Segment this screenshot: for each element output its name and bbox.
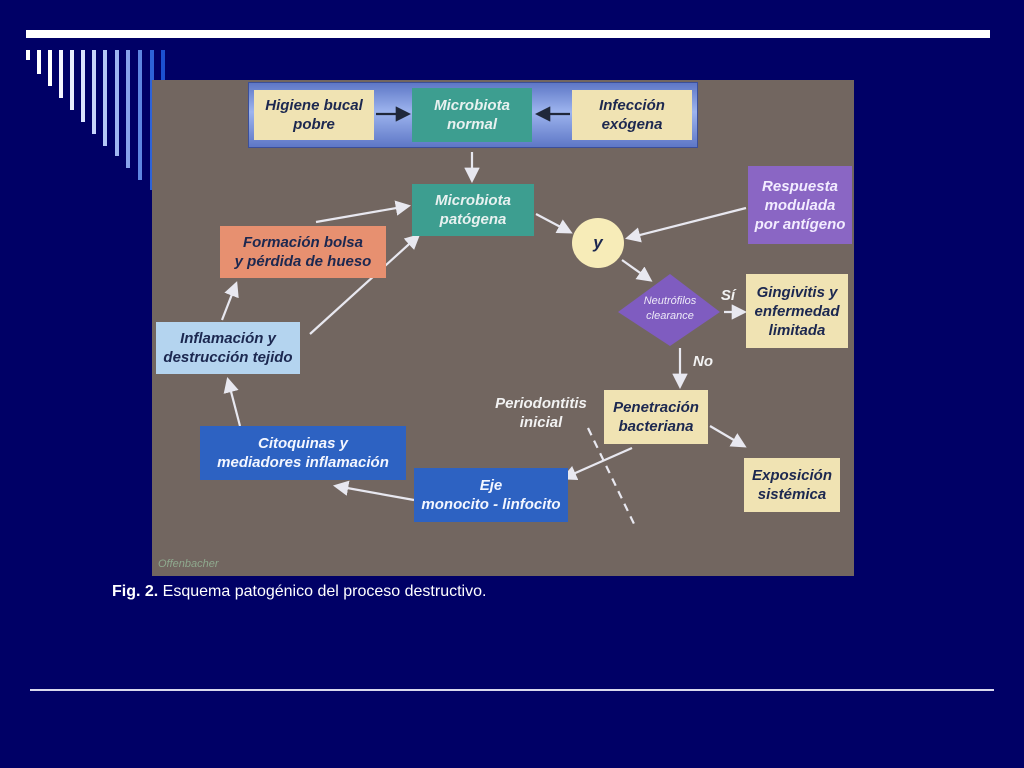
- node-penetracion: Penetración bacteriana: [604, 390, 708, 444]
- decorative-stripe: [103, 50, 107, 146]
- label-si: Sí: [720, 287, 736, 304]
- label-periodontitis-inicial: Periodontitis inicial: [495, 395, 587, 431]
- node-y: y: [572, 218, 624, 268]
- node-citoquinas: Citoquinas y mediadores inflamación: [200, 426, 406, 480]
- decorative-stripe: [138, 50, 142, 180]
- caption-text: Esquema patogénico del proceso destructi…: [158, 583, 487, 600]
- decorative-stripe: [48, 50, 52, 86]
- arrow-patogena-y: [535, 213, 573, 234]
- decorative-stripe: [126, 50, 130, 168]
- arrow-y-diamond: [621, 259, 653, 282]
- node-inflamacion: Inflamación y destrucción tejido: [156, 322, 300, 374]
- watermark-offenbacher: Offenbacher: [158, 558, 219, 570]
- bottom-rule: [30, 689, 994, 691]
- node-eje-monocito: Eje monocito - linfocito: [414, 468, 568, 522]
- neutrofilos-diamond: [618, 274, 720, 346]
- periodontitis-dashed-line: [587, 427, 637, 529]
- decorative-stripe: [59, 50, 63, 98]
- node-respuesta-modulada: Respuesta modulada por antígeno: [748, 166, 852, 244]
- arrow-formacion-patogena: [315, 200, 412, 224]
- node-microbiota-patogena: Microbiota patógena: [412, 184, 534, 236]
- node-gingivitis: Gingivitis y enfermedad limitada: [746, 274, 848, 348]
- decorative-stripe: [26, 50, 30, 60]
- decorative-stripe: [37, 50, 41, 74]
- decorative-stripe: [115, 50, 119, 156]
- arrow-penetracion-exposicion: [709, 425, 747, 448]
- arrow-inflamacion-formacion: [220, 281, 239, 321]
- node-higiene-bucal: Higiene bucal pobre: [254, 90, 374, 140]
- caption-label: Fig. 2.: [112, 583, 159, 600]
- node-microbiota-normal: Microbiota normal: [412, 88, 532, 142]
- arrow-respuesta-y: [625, 206, 747, 243]
- figure-caption: Fig. 2. Esquema patogénico del proceso d…: [112, 583, 486, 601]
- node-infeccion-exogena: Infección exógena: [572, 90, 692, 140]
- arrow-penetracion-eje: [561, 446, 633, 481]
- node-formacion-bolsa: Formación bolsa y pérdida de hueso: [220, 226, 386, 278]
- label-no: No: [693, 353, 713, 370]
- top-rule: [26, 30, 990, 38]
- arrow-inflamacion-patogena: [309, 233, 421, 335]
- decorative-stripe: [70, 50, 74, 110]
- decorative-stripe: [92, 50, 96, 134]
- node-exposicion: Exposición sistémica: [744, 458, 840, 512]
- decorative-stripe: [81, 50, 85, 122]
- arrow-citoquinas-inflamacion: [223, 377, 242, 427]
- arrow-eje-citoquinas: [332, 480, 415, 502]
- node-neutrofilos-clearance: Neutrófilos clearance: [643, 295, 697, 322]
- diagram-figure: Higiene bucal pobre Microbiota normal In…: [152, 80, 854, 576]
- arrows-layer: [220, 106, 748, 529]
